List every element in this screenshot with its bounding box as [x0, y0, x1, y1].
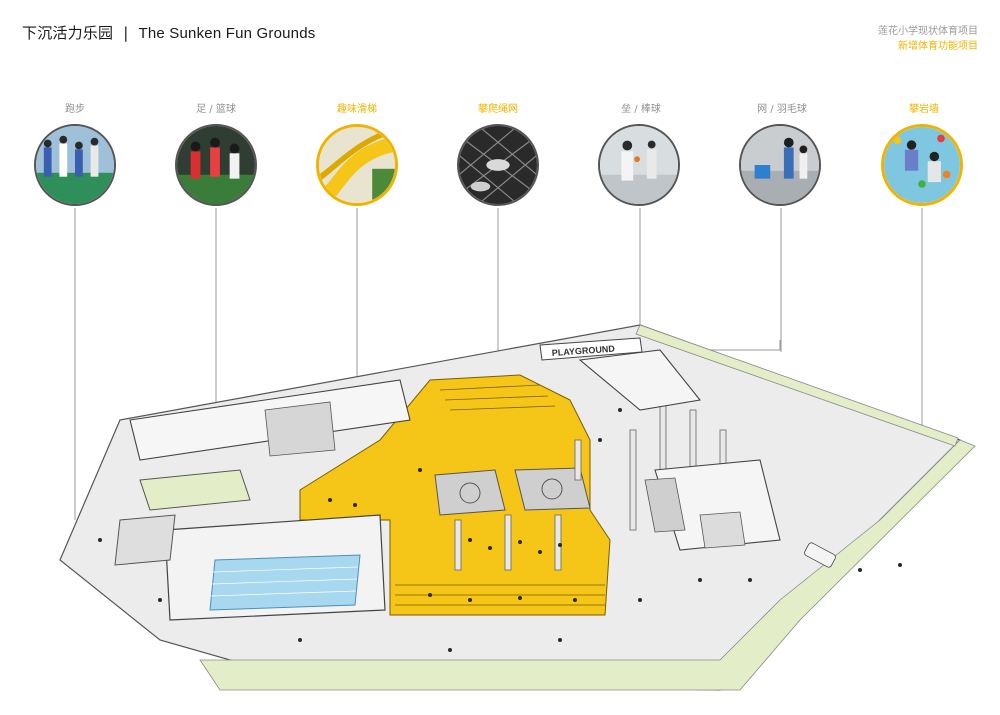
- activity-label-softball-baseball: 垒 / 棒球: [621, 104, 661, 115]
- east-courtyard-stairs: [699, 511, 746, 549]
- west-stairs: [139, 469, 251, 511]
- bleachers: [395, 384, 605, 606]
- photo-climbing-net: [457, 124, 539, 206]
- grass-strip-south: [199, 439, 976, 691]
- north-stairwell: [264, 401, 336, 457]
- activity-label-fun-slide: 趣味滑梯: [337, 104, 377, 115]
- photo-softball-baseball: [598, 124, 680, 206]
- title-english: The Sunken Fun Grounds: [138, 25, 316, 42]
- activity-label-football-basketball: 足 / 篮球: [196, 104, 236, 115]
- east-stairs: [644, 477, 686, 533]
- activity-label-climbing-net: 攀爬绳网: [478, 104, 518, 115]
- photo-climbing-wall: [881, 124, 963, 206]
- activity-label-running: 跑步: [65, 104, 85, 115]
- people-figures: [98, 408, 902, 652]
- playground-sign-text: PLAYGROUND: [551, 344, 615, 358]
- playground-sign-board: [539, 337, 643, 361]
- parked-car: [804, 542, 836, 568]
- activity-label-tennis-badminton: 网 / 羽毛球: [757, 104, 807, 115]
- legend: 莲花小学现状体育项目 新增体育功能项目: [878, 24, 978, 54]
- page-title: 下沉活力乐园 | The Sunken Fun Grounds: [22, 22, 315, 43]
- swimming-pool: [209, 554, 361, 611]
- basketball-courts: [434, 467, 591, 516]
- grass-strip-north: [635, 324, 959, 447]
- title-chinese: 下沉活力乐园: [22, 24, 114, 42]
- title-separator: |: [123, 24, 129, 42]
- activity-label-climbing-wall: 攀岩墙: [909, 104, 939, 115]
- photo-football-basketball: [175, 124, 257, 206]
- west-ramp: [114, 514, 176, 566]
- legend-existing: 莲花小学现状体育项目: [878, 26, 978, 37]
- east-entrance-block: [578, 349, 702, 411]
- pool-lanes: [210, 566, 359, 597]
- legend-new: 新增体育功能项目: [898, 41, 978, 52]
